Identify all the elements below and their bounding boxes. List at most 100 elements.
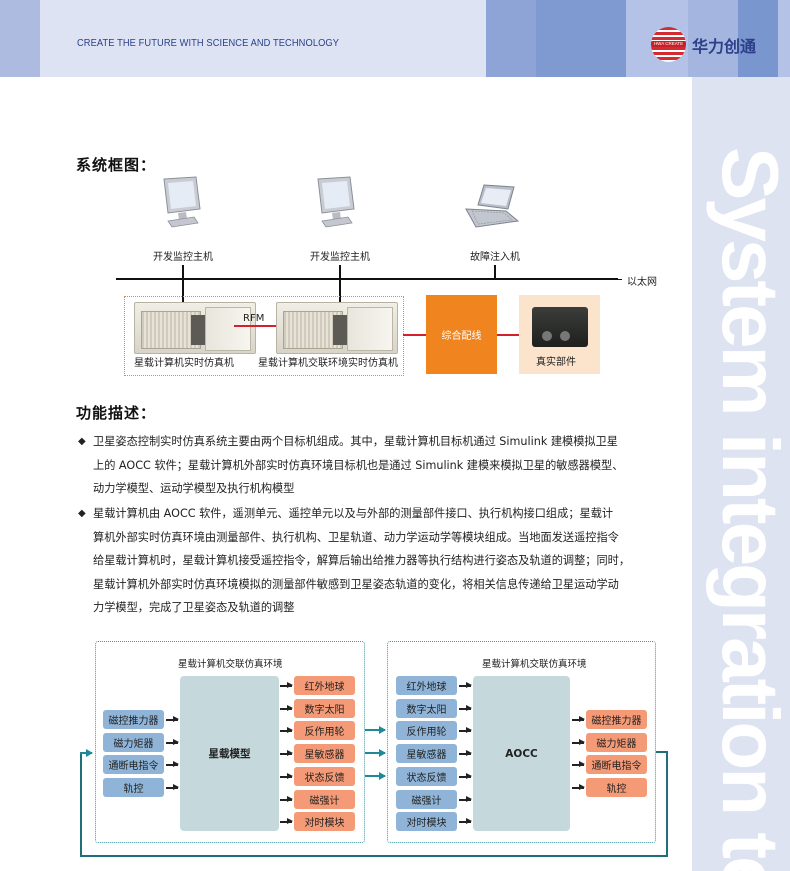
left-output-chip: 星敏感器	[294, 744, 355, 763]
device-icon	[532, 307, 588, 347]
right-output-chip: 磁控推力器	[586, 710, 647, 729]
para-line: 卫星姿态控制实时仿真系统主要由两个目标机组成。其中，星载计算机目标机通过 Sim…	[93, 435, 618, 448]
arrow-icon	[459, 682, 472, 688]
logo-badge: HWA CREATE	[651, 41, 686, 47]
arrow-icon	[280, 818, 293, 824]
function-title: 功能描述：	[76, 404, 157, 422]
connector-line	[182, 265, 184, 307]
rfm-link	[234, 325, 276, 327]
para-line: 上的 AOCC 软件；星载计算机外部实时仿真环境目标机也是通过 Simulink…	[93, 458, 624, 472]
arrow-icon	[459, 727, 472, 733]
ethernet-bus	[116, 278, 618, 280]
real-part-link	[497, 334, 519, 336]
sim-1-label: 星载计算机实时仿真机	[134, 358, 234, 369]
connector-line	[339, 265, 341, 307]
arrow-icon	[459, 818, 472, 824]
wiring-box: 综合配线	[426, 295, 497, 374]
diamond-bullet-icon: ◆	[78, 436, 86, 447]
left-output-chip: 红外地球	[294, 676, 355, 695]
para-line: 力学模型，完成了卫星姿态及轨道的调整	[93, 601, 295, 614]
ethernet-tick	[616, 278, 622, 280]
fault-injector-label: 故障注入机	[470, 252, 520, 263]
arrow-icon	[280, 796, 293, 802]
description-paragraph-1: ◆ 卫星姿态控制实时仿真系统主要由两个目标机组成。其中，星载计算机目标机通过 S…	[78, 430, 668, 501]
right-input-chip: 数字太阳	[396, 699, 457, 718]
banner-block	[778, 0, 790, 77]
system-diagram-title: 系统框图：	[76, 156, 157, 174]
arrow-icon	[166, 716, 179, 722]
monitor-icon	[163, 176, 201, 228]
banner-block	[688, 0, 738, 77]
right-output-chip: 轨控	[586, 778, 647, 797]
left-input-chip: 通断电指令	[103, 755, 164, 774]
feedback-line	[80, 752, 82, 857]
description-paragraph-2: ◆ 星载计算机由 AOCC 软件，遥测单元、遥控单元以及与外部的测量部件接口、执…	[78, 502, 668, 620]
feedback-line	[656, 751, 668, 753]
arrow-icon	[280, 705, 293, 711]
rfm-label: RFM	[243, 313, 265, 324]
teal-arrow-icon	[80, 749, 93, 757]
monitor-icon	[317, 176, 355, 228]
arrow-icon	[572, 761, 585, 767]
feedback-line	[80, 855, 668, 857]
host-label-1: 开发监控主机	[153, 252, 213, 263]
ethernet-label: 以太网	[627, 277, 657, 288]
real-part-label: 真实部件	[536, 357, 576, 368]
para-line: 星载计算机外部实时仿真环境模拟的测量部件敏感到卫星姿态轨道的变化，将相关信息传递…	[93, 577, 619, 591]
right-input-chip: 反作用轮	[396, 721, 457, 740]
header-banner: CREATE THE FUTURE WITH SCIENCE AND TECHN…	[0, 0, 790, 77]
left-panel	[95, 641, 365, 843]
arrow-icon	[459, 796, 472, 802]
left-core-label: 星载模型	[208, 748, 251, 760]
right-core-label: AOCC	[505, 747, 538, 760]
arrow-icon	[459, 750, 472, 756]
left-output-chip: 磁强计	[294, 790, 355, 809]
left-output-chip: 反作用轮	[294, 721, 355, 740]
para-line: 给星载计算机时，星载计算机接受遥控指令，解算后输出给推力器等执行结构进行姿态及轨…	[93, 554, 631, 567]
arrow-icon	[280, 750, 293, 756]
arrow-icon	[280, 727, 293, 733]
side-strip: System integration test p	[692, 77, 790, 871]
right-input-chip: 红外地球	[396, 676, 457, 695]
right-core-block: AOCC	[473, 676, 570, 831]
host-label-2: 开发监控主机	[310, 252, 370, 263]
laptop-icon	[465, 184, 520, 228]
arrow-icon	[572, 784, 585, 790]
left-output-chip: 对时模块	[294, 812, 355, 831]
right-output-chip: 磁力矩器	[586, 733, 647, 752]
left-input-chip: 磁力矩器	[103, 733, 164, 752]
header-tagline: CREATE THE FUTURE WITH SCIENCE AND TECHN…	[77, 38, 340, 49]
right-input-chip: 状态反馈	[396, 767, 457, 786]
teal-arrow-icon	[365, 749, 386, 757]
right-output-chip: 通断电指令	[586, 755, 647, 774]
left-core-block: 星载模型	[180, 676, 279, 831]
diamond-bullet-icon: ◆	[78, 508, 86, 519]
real-part-box: 真实部件	[519, 295, 600, 374]
right-input-chip: 对时模块	[396, 812, 457, 831]
right-input-chip: 星敏感器	[396, 744, 457, 763]
company-name: 华力创通	[692, 37, 757, 56]
company-logo-icon: HWA CREATE	[651, 27, 686, 62]
rack-server-icon	[276, 302, 398, 354]
left-input-chip: 磁控推力器	[103, 710, 164, 729]
banner-block	[738, 0, 778, 77]
right-panel	[387, 641, 656, 843]
arrow-icon	[572, 716, 585, 722]
para-line: 星载计算机由 AOCC 软件，遥测单元、遥控单元以及与外部的测量部件接口、执行机…	[93, 507, 614, 520]
arrow-icon	[166, 761, 179, 767]
teal-arrow-icon	[365, 726, 386, 734]
arrow-icon	[572, 739, 585, 745]
teal-arrow-icon	[365, 772, 386, 780]
left-input-chip: 轨控	[103, 778, 164, 797]
arrow-icon	[280, 773, 293, 779]
banner-block	[536, 0, 626, 77]
para-line: 动力学模型、运动学模型及执行机构模型	[93, 482, 295, 495]
right-input-chip: 磁强计	[396, 790, 457, 809]
arrow-icon	[459, 705, 472, 711]
left-panel-title: 星载计算机交联仿真环境	[178, 659, 283, 670]
wiring-link	[403, 334, 426, 336]
left-output-chip: 状态反馈	[294, 767, 355, 786]
para-line: 算机外部实时仿真环境由测量部件、执行机构、卫星轨道、动力学运动学等模块组成。当地…	[93, 530, 619, 544]
wiring-label: 综合配线	[441, 331, 482, 342]
sim-2-label: 星载计算机交联环境实时仿真机	[258, 358, 398, 369]
